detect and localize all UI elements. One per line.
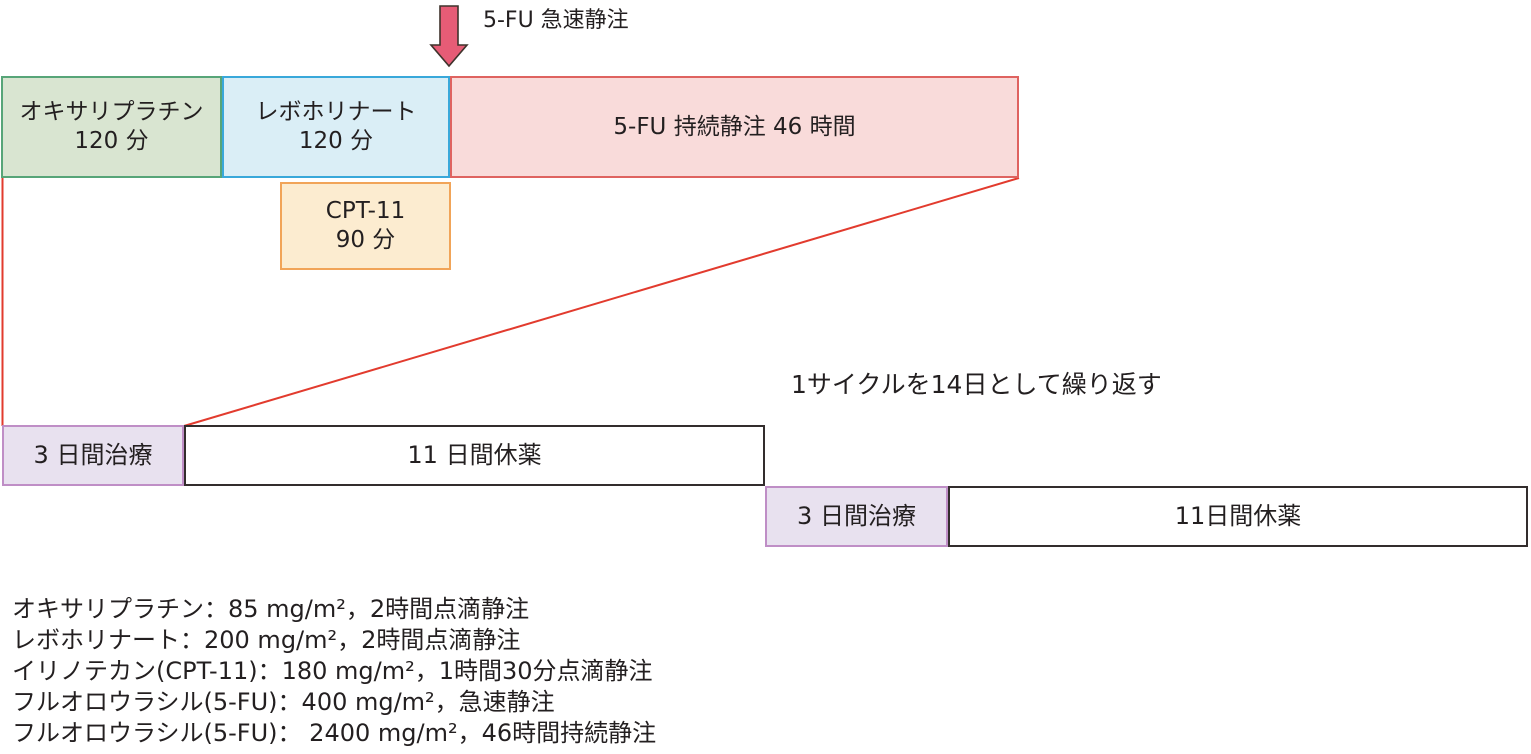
oxaliplatin-duration: 120 分 [74,128,149,154]
cycle2-rest-box: 11日間休薬 [948,486,1528,547]
levofolinate-duration: 120 分 [298,128,374,154]
levofolinate-name: レボホリナート [255,99,417,125]
cpt11-box: CPT-11 90 分 [280,182,451,270]
footnote-fu-continuous: フルオロウラシル(5-FU)： 2400 mg/m²，46時間持続静注 [12,719,657,747]
cpt11-name: CPT-11 [325,198,406,224]
cycle1-rest-box: 11 日間休薬 [184,425,765,486]
footnote-irinotecan: イリノテカン(CPT-11)：180 mg/m²，1時間30分点滴静注 [12,657,653,685]
oxaliplatin-box: オキサリプラチン 120 分 [1,76,222,178]
cycle1-treatment-label: 3 日間治療 [33,441,153,469]
footnote-fu-bolus: フルオロウラシル(5-FU)：400 mg/m²，急速静注 [12,688,555,716]
cycle2-treatment-box: 3 日間治療 [765,486,948,547]
fu-continuous-label: 5-FU 持続静注 46 時間 [613,113,856,140]
footnote-levofolinate: レボホリナート：200 mg/m²，2時間点滴静注 [12,626,521,654]
bolus-arrow-label: 5-FU 急速静注 [483,8,629,33]
dosage-footnotes: オキサリプラチン：85 mg/m²，2時間点滴静注 レボホリナート：200 mg… [12,594,656,749]
down-arrow-icon [429,5,469,68]
levofolinate-box: レボホリナート 120 分 [222,76,450,178]
cpt11-duration: 90 分 [335,227,396,253]
footnote-oxaliplatin: オキサリプラチン：85 mg/m²，2時間点滴静注 [12,595,530,623]
cycle2-rest-label: 11日間休薬 [1174,502,1302,530]
cycle2-treatment-label: 3 日間治療 [797,502,916,530]
cycle1-treatment-box: 3 日間治療 [2,425,184,486]
cycle1-rest-label: 11 日間休薬 [407,441,542,469]
oxaliplatin-name: オキサリプラチン [19,99,204,125]
cycle-repeat-note: 1サイクルを14日として繰り返す [791,370,1162,399]
fu-continuous-box: 5-FU 持続静注 46 時間 [450,76,1019,178]
